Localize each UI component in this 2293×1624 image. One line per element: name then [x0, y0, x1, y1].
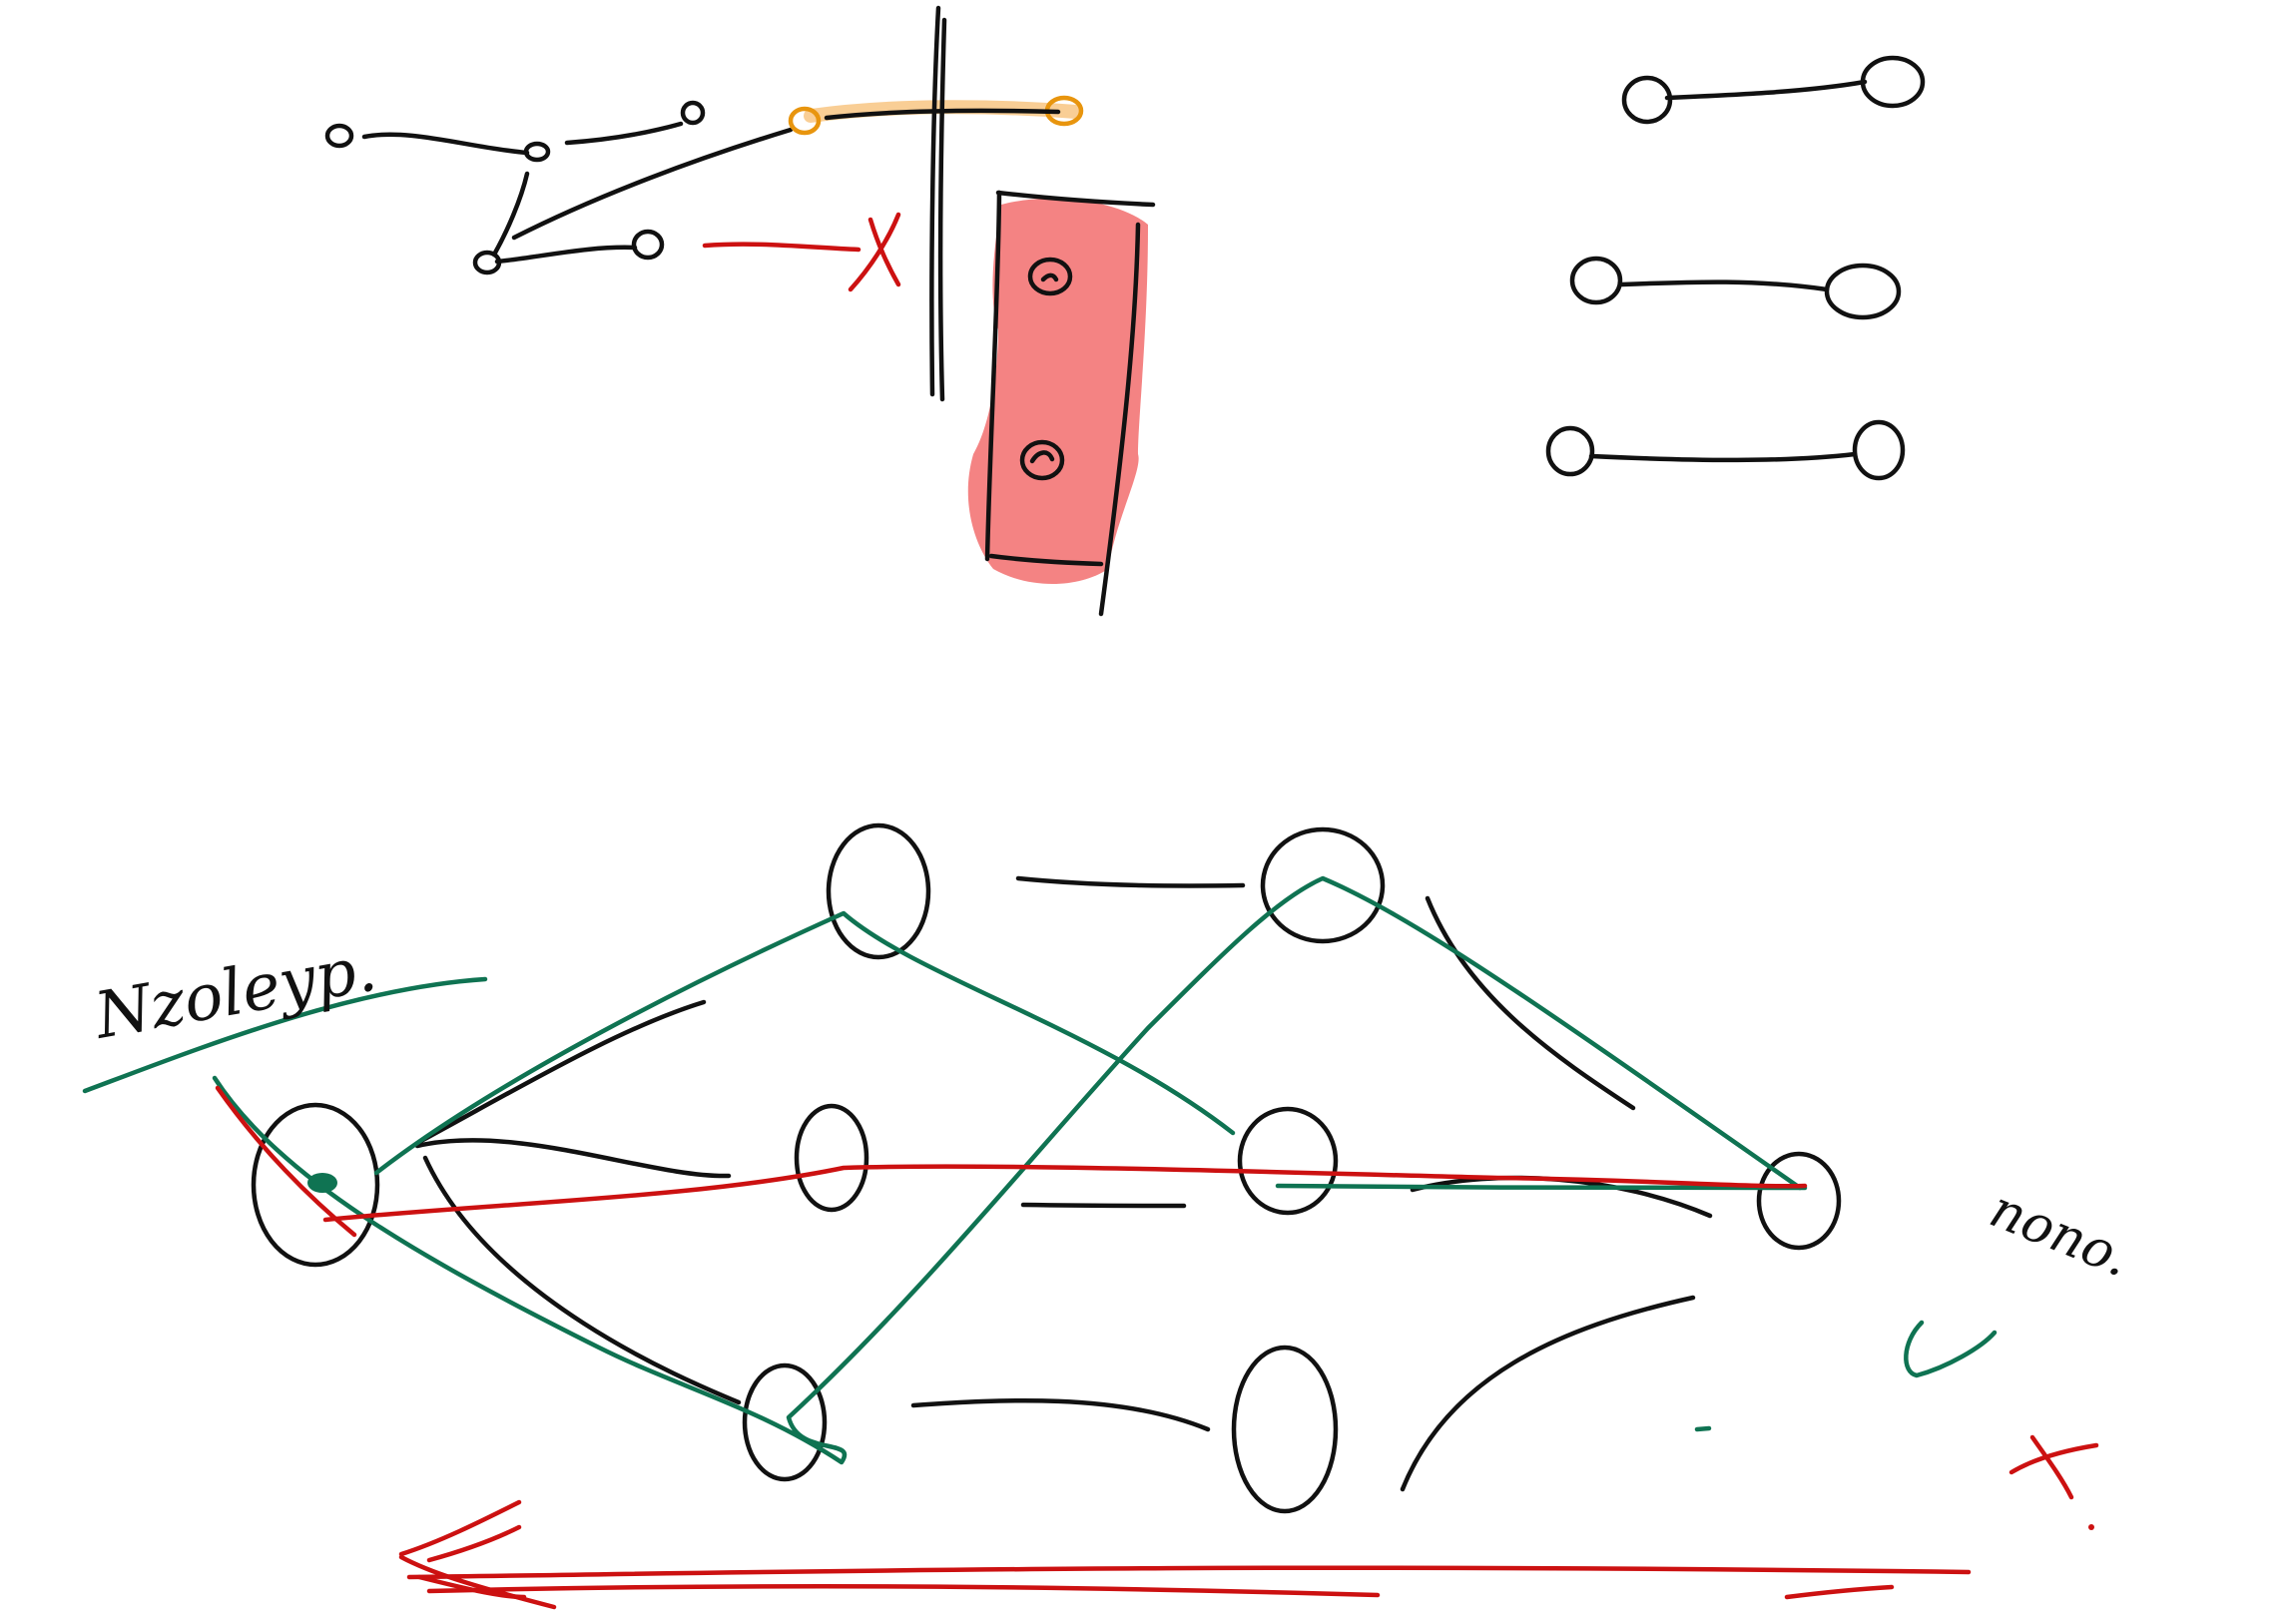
green-path-lower: [212, 875, 1803, 1465]
edge-h2top-out: [1425, 895, 1636, 1111]
small-edge-1: [361, 132, 530, 156]
vertical-divider: [929, 5, 941, 397]
pair3-edge: [1588, 451, 1858, 463]
box-bottom: [988, 553, 1104, 567]
backprop-arrow: [398, 1499, 1972, 1610]
red-path-input-slash: [215, 1085, 357, 1238]
red-x-bottom-stroke-2: [2008, 1442, 2099, 1475]
green-path-upper: [373, 910, 1236, 1176]
small-edge-5: [494, 245, 638, 265]
pair2-left-node: [1569, 256, 1623, 305]
hidden2-node-mid: [1237, 1106, 1339, 1216]
pair2-edge: [1619, 279, 1830, 292]
small-node-3: [680, 100, 706, 126]
pair1-edge: [1664, 79, 1868, 101]
hidden1-node-mid: [794, 1103, 869, 1213]
green-check-mark: [1904, 1320, 1998, 1378]
highlighted-box: [967, 190, 1156, 617]
edge-h1bot-h2bot: [910, 1397, 1211, 1432]
small-graph: [324, 100, 794, 275]
green-dash-mark: [1694, 1425, 1712, 1432]
box-right: [1098, 222, 1141, 617]
neural-network: [82, 822, 1842, 1514]
pair1-right-node: [1860, 55, 1926, 109]
pair2-right-node: [1824, 263, 1902, 320]
red-x-bottom-stroke-1: [2029, 1434, 2074, 1500]
orange-node-left: [788, 106, 822, 136]
box-node-bottom: [1019, 439, 1065, 481]
pair3-left-node: [1545, 425, 1595, 477]
small-node-5: [631, 229, 665, 261]
hidden2-node-bottom: [1231, 1345, 1339, 1514]
small-edge-2: [564, 121, 684, 146]
edge-h1mid-h2mid: [1020, 1202, 1187, 1209]
red-strike-line: [702, 242, 861, 253]
edge-h1top-h2top: [1015, 875, 1246, 888]
box-left: [984, 190, 1002, 562]
red-path-through: [322, 1164, 1808, 1223]
red-highlight-fill: [967, 198, 1148, 584]
label-right-word: nono.: [1982, 1179, 2138, 1289]
vertical-divider-2: [937, 17, 947, 402]
pair1-left-node: [1621, 75, 1673, 125]
hidden2-node-top: [1260, 826, 1386, 944]
small-edge-4: [511, 127, 794, 241]
arrow-head-top: [398, 1499, 522, 1557]
arrow-shaft-1: [406, 1565, 1972, 1580]
arrow-head-bottom: [398, 1554, 557, 1610]
output-node: [1756, 1151, 1842, 1251]
red-cross-group: X: [702, 212, 901, 292]
box-node-top-mark: [1040, 272, 1059, 282]
green-input-dot: [307, 1173, 337, 1193]
red-x-stroke-1: [867, 217, 901, 287]
box-node-bottom-mark: [1029, 450, 1055, 464]
small-edge-3: [491, 171, 530, 258]
edge-in-h1top: [416, 999, 707, 1145]
box-node-top: [1027, 257, 1073, 296]
top-right-pairs: [1545, 55, 1926, 481]
green-underline-label: [82, 976, 488, 1094]
edge-in-h1mid: [414, 1138, 732, 1179]
arrow-shaft-3: [1784, 1584, 1895, 1600]
hidden1-node-top: [826, 822, 931, 960]
red-x-stroke-2: [848, 212, 901, 292]
pair3-right-node: [1852, 419, 1906, 481]
arrow-head-scribble: [416, 1524, 527, 1600]
small-node-1: [324, 123, 354, 149]
edge-h2bot-out: [1400, 1295, 1696, 1492]
box-top: [995, 190, 1156, 208]
red-x-dot: [2088, 1524, 2094, 1530]
arrow-shaft-2: [426, 1583, 1381, 1598]
input-node: [251, 1102, 380, 1268]
green-path-h2mid-out: [1275, 1183, 1808, 1191]
hidden1-node-bottom: [742, 1362, 828, 1482]
small-node-2: [523, 141, 551, 163]
